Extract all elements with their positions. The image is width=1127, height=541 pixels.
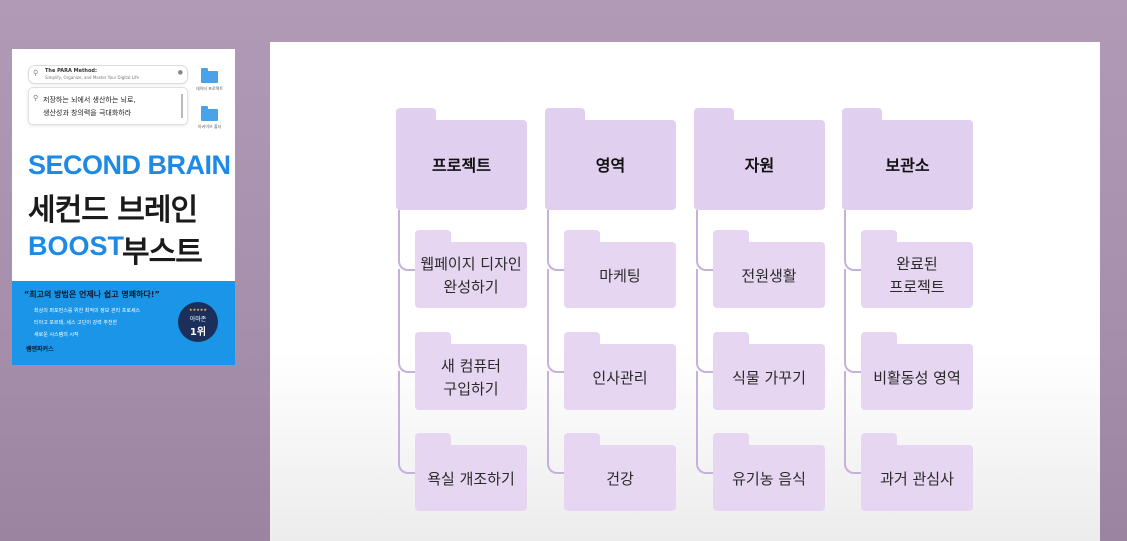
category-title: 보관소 xyxy=(842,120,973,210)
book-subtitle-korean: 부스트 xyxy=(122,235,203,270)
item-folder: 인사관리 xyxy=(564,332,676,410)
category-folder-resources: 자원 xyxy=(694,108,825,210)
book-title-english: SECOND BRAIN xyxy=(28,150,231,180)
star-rating: ★★★★★ xyxy=(189,307,207,312)
item-label: 유기농 음식 xyxy=(713,445,825,511)
item-folder: 완료된 프로젝트 xyxy=(861,230,973,308)
category-title: 자원 xyxy=(694,120,825,210)
item-folder: 비활동성 영역 xyxy=(861,332,973,410)
item-label: 욕실 개조하기 xyxy=(415,445,527,511)
item-folder: 건강 xyxy=(564,433,676,511)
book-cover: ⚲ The PARA Method: Simplify, Organize, a… xyxy=(12,49,235,365)
book-subtitle-english: BOOST xyxy=(28,231,125,261)
connector-line xyxy=(398,371,417,474)
category-title: 영역 xyxy=(545,120,676,210)
item-label: 웹페이지 디자인 완성하기 xyxy=(415,242,527,308)
category-title: 프로젝트 xyxy=(396,120,527,210)
item-label: 인사관리 xyxy=(564,344,676,410)
connector-line xyxy=(696,371,715,474)
book-tagline: 새로운 시스템의 시작 xyxy=(34,332,79,338)
search-query-subtitle: Simplify, Organize, and Master Your Digi… xyxy=(45,75,140,80)
item-folder: 웹페이지 디자인 완성하기 xyxy=(415,230,527,308)
item-label: 새 컴퓨터 구입하기 xyxy=(415,344,527,410)
item-label: 전원생활 xyxy=(713,242,825,308)
folder-label: 아카이브 폴더 xyxy=(198,124,222,129)
item-folder: 마케팅 xyxy=(564,230,676,308)
search-icon: ⚲ xyxy=(33,94,39,102)
item-label: 비활동성 영역 xyxy=(861,344,973,410)
search-result-card: ⚲ 저장하는 뇌에서 생산하는 뇌로, 생산성과 창의력을 극대화하라 xyxy=(28,87,188,125)
search-icon: ⚲ xyxy=(33,69,39,77)
item-label: 완료된 프로젝트 xyxy=(861,242,973,308)
amazon-rank-badge: ★★★★★ 아마존 1위 xyxy=(178,302,218,342)
result-line-1: 저장하는 뇌에서 생산하는 뇌로, xyxy=(43,96,136,104)
badge-rank: 1위 xyxy=(189,327,207,338)
blue-band: “최고의 방법은 언제나 쉽고 명쾌하다!” 최상의 퍼포먼스를 위한 최적의 … xyxy=(12,281,235,365)
connector-line xyxy=(547,371,566,474)
search-bar: ⚲ The PARA Method: Simplify, Organize, a… xyxy=(28,65,188,84)
folder-label: 데이터 프로젝트 xyxy=(196,86,224,91)
folder-icon xyxy=(201,68,218,83)
book-tagline: 티아고 포르테, 세스 고딘이 강력 추천한 xyxy=(34,320,118,326)
item-folder: 새 컴퓨터 구입하기 xyxy=(415,332,527,410)
connector-line xyxy=(844,371,863,474)
item-folder: 욕실 개조하기 xyxy=(415,433,527,511)
item-label: 과거 관심사 xyxy=(861,445,973,511)
item-folder: 전원생활 xyxy=(713,230,825,308)
publisher-logo: 쌤앤파커스 xyxy=(26,346,54,353)
category-folder-projects: 프로젝트 xyxy=(396,108,527,210)
badge-label: 아마존 xyxy=(189,316,207,323)
item-label: 건강 xyxy=(564,445,676,511)
category-folder-archives: 보관소 xyxy=(842,108,973,210)
item-label: 마케팅 xyxy=(564,242,676,308)
result-line-2: 생산성과 창의력을 극대화하라 xyxy=(43,109,132,117)
scrollbar xyxy=(181,94,183,118)
book-title-korean: 세컨드 브레인 xyxy=(28,193,198,228)
item-folder: 과거 관심사 xyxy=(861,433,973,511)
item-folder: 식물 가꾸기 xyxy=(713,332,825,410)
folder-icon xyxy=(201,106,218,121)
microphone-icon: ● xyxy=(177,69,183,76)
item-folder: 유기농 음식 xyxy=(713,433,825,511)
search-query-title: The PARA Method: xyxy=(45,68,97,74)
book-tagline: 최상의 퍼포먼스를 위한 최적의 정보 관리 프로세스 xyxy=(34,308,141,314)
book-quote: “최고의 방법은 언제나 쉽고 명쾌하다!” xyxy=(24,290,160,299)
category-folder-areas: 영역 xyxy=(545,108,676,210)
item-label: 식물 가꾸기 xyxy=(713,344,825,410)
